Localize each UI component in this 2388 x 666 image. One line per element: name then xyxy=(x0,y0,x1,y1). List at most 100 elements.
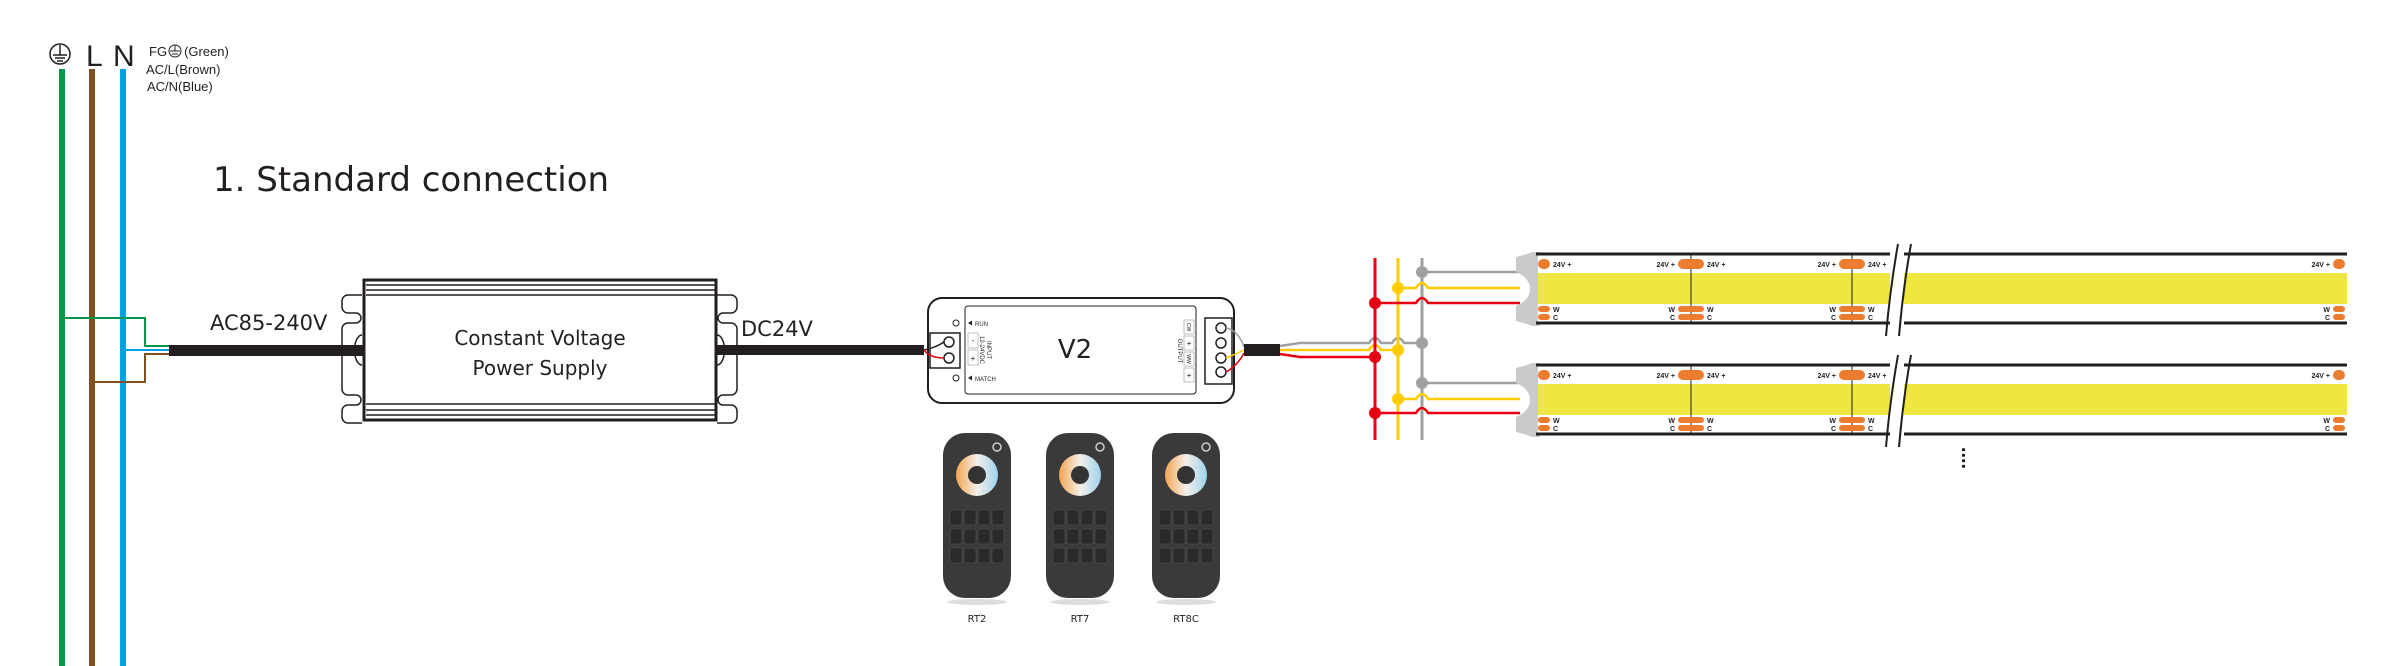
earth-icon xyxy=(168,44,182,58)
remote-button xyxy=(977,528,991,545)
remote-button xyxy=(1172,547,1186,564)
match-button xyxy=(952,374,960,382)
strip-2-ww-feed xyxy=(1398,392,1520,401)
pad-label-c: C xyxy=(1707,426,1712,433)
remote-button xyxy=(1158,528,1172,545)
pad-label-24v: 24V + xyxy=(1707,373,1726,380)
cob-led-band xyxy=(1538,273,2347,304)
power-icon xyxy=(1201,442,1211,452)
solder-pad xyxy=(1538,306,1550,312)
solder-pad xyxy=(1538,417,1550,423)
input-cw-wire xyxy=(1279,336,1422,348)
pad-label-c: C xyxy=(1831,315,1836,322)
solder-pad xyxy=(1538,425,1550,431)
junction-dot xyxy=(1369,407,1381,419)
pad-label-w: W xyxy=(1668,418,1675,425)
run-label: RUN xyxy=(975,322,988,328)
pad-label-w: W xyxy=(1668,307,1675,314)
remote-button xyxy=(963,528,977,545)
remote-button xyxy=(1186,509,1200,526)
pad-label-24v: 24V + xyxy=(1553,373,1572,380)
junction-dot xyxy=(1392,393,1404,405)
solder-pad xyxy=(1678,370,1704,380)
solder-pad xyxy=(1678,306,1704,312)
output-terminal-labels: CW + WW + OUTPUT xyxy=(1176,319,1195,383)
strip-2-plus-feed xyxy=(1375,406,1520,415)
pad-label-24v: 24V + xyxy=(2312,373,2331,380)
earth-tap xyxy=(62,317,170,347)
solder-pad xyxy=(1678,425,1704,431)
psu-name-line1: Constant Voltage xyxy=(454,326,625,350)
input-range: 12-24VDC xyxy=(978,336,984,365)
output-ww: WW xyxy=(1185,354,1191,364)
remote-button xyxy=(1080,547,1094,564)
remote-button xyxy=(1186,528,1200,545)
pad-label-w: W xyxy=(2323,418,2330,425)
pad-label-w: W xyxy=(1868,418,1875,425)
run-led xyxy=(952,319,960,327)
solder-pad xyxy=(1678,314,1704,320)
solder-pad xyxy=(2333,259,2345,269)
solder-pad xyxy=(1839,425,1865,431)
junction-dot xyxy=(1369,297,1381,309)
power-icon xyxy=(1095,442,1105,452)
input-terminal-plus: + xyxy=(971,354,976,363)
pad-label-w: W xyxy=(1553,418,1560,425)
output-plus-2: + xyxy=(1187,371,1192,380)
output-cable xyxy=(1244,344,1280,356)
line-symbol: L xyxy=(86,40,103,73)
remote-button xyxy=(963,509,977,526)
remote-button xyxy=(1158,547,1172,564)
solder-pad xyxy=(1538,259,1550,269)
page-title: 1. Standard connection xyxy=(213,160,609,200)
junction-dot xyxy=(1392,344,1404,356)
remote-button xyxy=(1172,509,1186,526)
solder-pad xyxy=(2333,314,2345,320)
pad-label-24v: 24V + xyxy=(1868,373,1887,380)
junction-dot xyxy=(1416,337,1428,349)
remote-button xyxy=(1200,528,1214,545)
pad-label-c: C xyxy=(1868,315,1873,322)
remote-button xyxy=(1200,509,1214,526)
solder-pad xyxy=(2333,370,2345,380)
strip-1-plus-feed xyxy=(1375,296,1520,305)
remote-rt2: RT2 xyxy=(943,433,1011,625)
remote-button xyxy=(949,547,963,564)
remote-button xyxy=(991,547,1005,564)
remote-label: RT7 xyxy=(1071,614,1090,625)
remote-button xyxy=(1066,509,1080,526)
strip-connector xyxy=(1516,252,1540,326)
input-plus-wire xyxy=(1279,352,1375,359)
remote-button xyxy=(977,547,991,564)
pad-label-w: W xyxy=(1868,307,1875,314)
remote-button xyxy=(991,528,1005,545)
pad-label-w: W xyxy=(1707,418,1714,425)
solder-pad xyxy=(1839,259,1865,269)
pad-label-c: C xyxy=(2325,315,2330,322)
pad-label-24v: 24V + xyxy=(1868,262,1887,269)
pad-label-c: C xyxy=(1868,426,1873,433)
remote-button xyxy=(991,509,1005,526)
pad-label-w: W xyxy=(1553,307,1560,314)
break-mark xyxy=(1885,354,1912,448)
remote-button xyxy=(949,509,963,526)
pad-label-c: C xyxy=(1670,315,1675,322)
cob-led-band xyxy=(1538,384,2347,415)
remote-button xyxy=(1094,509,1108,526)
remote-button xyxy=(1052,547,1066,564)
output-title: OUTPUT xyxy=(1176,339,1182,364)
ac-cable xyxy=(169,345,367,356)
solder-pad xyxy=(1678,417,1704,423)
solder-pad xyxy=(2333,306,2345,312)
output-cw: CW xyxy=(1185,323,1191,332)
solder-pad xyxy=(2333,417,2345,423)
neutral-symbol: N xyxy=(113,40,135,73)
pad-label-c: C xyxy=(1707,315,1712,322)
input-ww-wire xyxy=(1280,343,1398,352)
pad-label-w: W xyxy=(1829,307,1836,314)
input-terminal-minus: - xyxy=(972,336,975,345)
pad-label-24v: 24V + xyxy=(1818,262,1837,269)
